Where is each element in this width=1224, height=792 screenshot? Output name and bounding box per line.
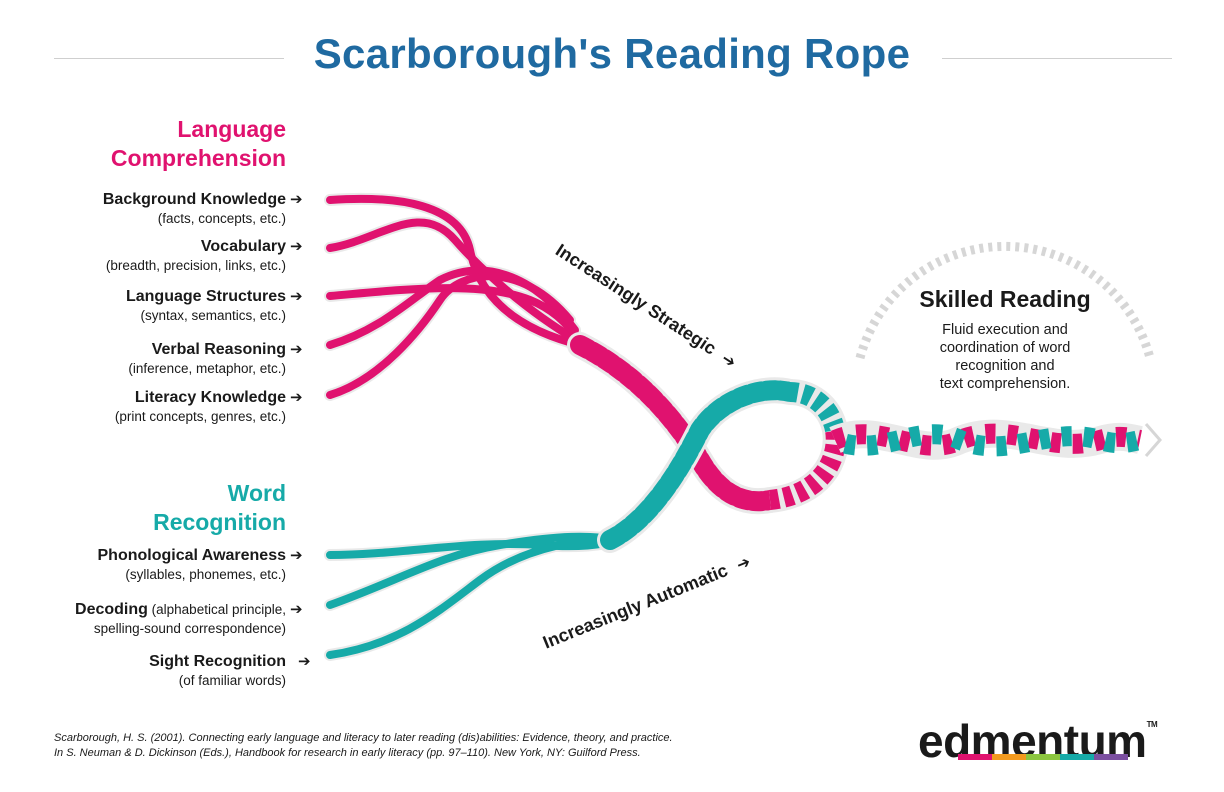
title-rule-left <box>54 58 284 59</box>
logo-color-bar-green <box>1026 754 1060 760</box>
citation-line1: Scarborough, H. S. (2001). Connecting ea… <box>54 732 673 744</box>
citation-line2: In S. Neuman & D. Dickinson (Eds.), Hand… <box>54 747 641 759</box>
strand-sub: (of familiar words) <box>178 673 286 688</box>
arrow-right-icon: ➔ <box>290 389 303 406</box>
skilled-reading-description: Fluid execution and coordination of word… <box>880 321 1130 393</box>
strand-vocabulary: Vocabulary (breadth, precision, links, e… <box>106 237 286 275</box>
rope-end-chevron-icon <box>1144 423 1162 457</box>
strand-sub: (syntax, semantics, etc.) <box>140 308 286 323</box>
logo-color-bar-teal <box>1060 754 1094 760</box>
strand-decoding: Decoding (alphabetical principle, spelli… <box>75 600 286 638</box>
skilled-reading-arc <box>855 241 1155 360</box>
skilled-desc-line: text comprehension. <box>939 376 1071 392</box>
strand-label: Background Knowledge <box>102 191 286 208</box>
logo-color-bar-pink <box>958 754 992 760</box>
strand-label: Verbal Reasoning <box>151 341 286 358</box>
strand-label: Language Structures <box>125 288 286 305</box>
skilled-rope <box>829 419 1143 460</box>
word-strands <box>324 377 803 661</box>
arrow-right-icon: ➔ <box>290 601 303 618</box>
arrow-right-icon: ➔ <box>290 547 303 564</box>
strand-language-structures: Language Structures (syntax, semantics, … <box>126 287 286 325</box>
skilled-reading-title: Skilled Reading <box>919 286 1091 312</box>
arrow-right-icon: ➔ <box>290 341 303 358</box>
strand-label: Vocabulary <box>200 238 286 255</box>
strand-verbal-reasoning: Verbal Reasoning (inference, metaphor, e… <box>128 340 286 378</box>
arrow-right-icon: ➔ <box>290 288 303 305</box>
word-heading-line2: Recognition <box>153 509 286 535</box>
strand-sub: (print concepts, genres, etc.) <box>114 409 286 424</box>
skilled-desc-line: recognition and <box>955 358 1055 374</box>
logo-trademark: TM <box>1146 720 1158 729</box>
strand-sub: (breadth, precision, links, etc.) <box>105 258 286 273</box>
page-title: Scarborough's Reading Rope <box>313 30 911 77</box>
strand-sub: spelling-sound correspondence) <box>93 621 286 636</box>
strand-label: Decoding <box>75 601 148 618</box>
language-heading-line2: Comprehension <box>110 145 286 171</box>
strand-label: Literacy Knowledge <box>134 389 286 406</box>
skilled-desc-line: coordination of word <box>939 340 1071 356</box>
strand-literacy-knowledge: Literacy Knowledge (print concepts, genr… <box>115 388 286 426</box>
citation: Scarborough, H. S. (2001). Connecting ea… <box>54 731 673 761</box>
strand-sub: (facts, concepts, etc.) <box>157 211 286 226</box>
title-rule-right <box>942 58 1172 59</box>
strand-phonological-awareness: Phonological Awareness (syllables, phone… <box>98 546 287 584</box>
rope-loop <box>768 379 849 513</box>
logo-color-bar-purple <box>1094 754 1128 760</box>
strand-sub: (inference, metaphor, etc.) <box>128 361 286 376</box>
arrow-right-icon: ➔ <box>290 238 303 255</box>
strand-label: Phonological Awareness <box>97 547 287 564</box>
strand-inline-sub: (alphabetical principle, <box>147 602 286 617</box>
logo-color-bar-orange <box>992 754 1026 760</box>
arrow-right-icon: ➔ <box>290 191 303 208</box>
language-comprehension-heading: Language Comprehension <box>111 115 286 173</box>
word-heading-line1: Word <box>227 480 286 506</box>
skilled-desc-line: Fluid execution and <box>942 322 1068 338</box>
arrow-right-icon: ➔ <box>298 653 311 670</box>
word-recognition-heading: Word Recognition <box>153 479 286 537</box>
strand-label-row: Decoding (alphabetical principle, <box>75 600 286 620</box>
strand-background-knowledge: Background Knowledge (facts, concepts, e… <box>103 190 286 228</box>
strand-label: Sight Recognition <box>149 653 286 670</box>
strand-sub: (syllables, phonemes, etc.) <box>125 567 286 582</box>
language-heading-line1: Language <box>177 116 286 142</box>
title-area: Scarborough's Reading Rope <box>0 28 1224 88</box>
strand-sight-recognition: Sight Recognition (of familiar words) <box>149 652 286 690</box>
